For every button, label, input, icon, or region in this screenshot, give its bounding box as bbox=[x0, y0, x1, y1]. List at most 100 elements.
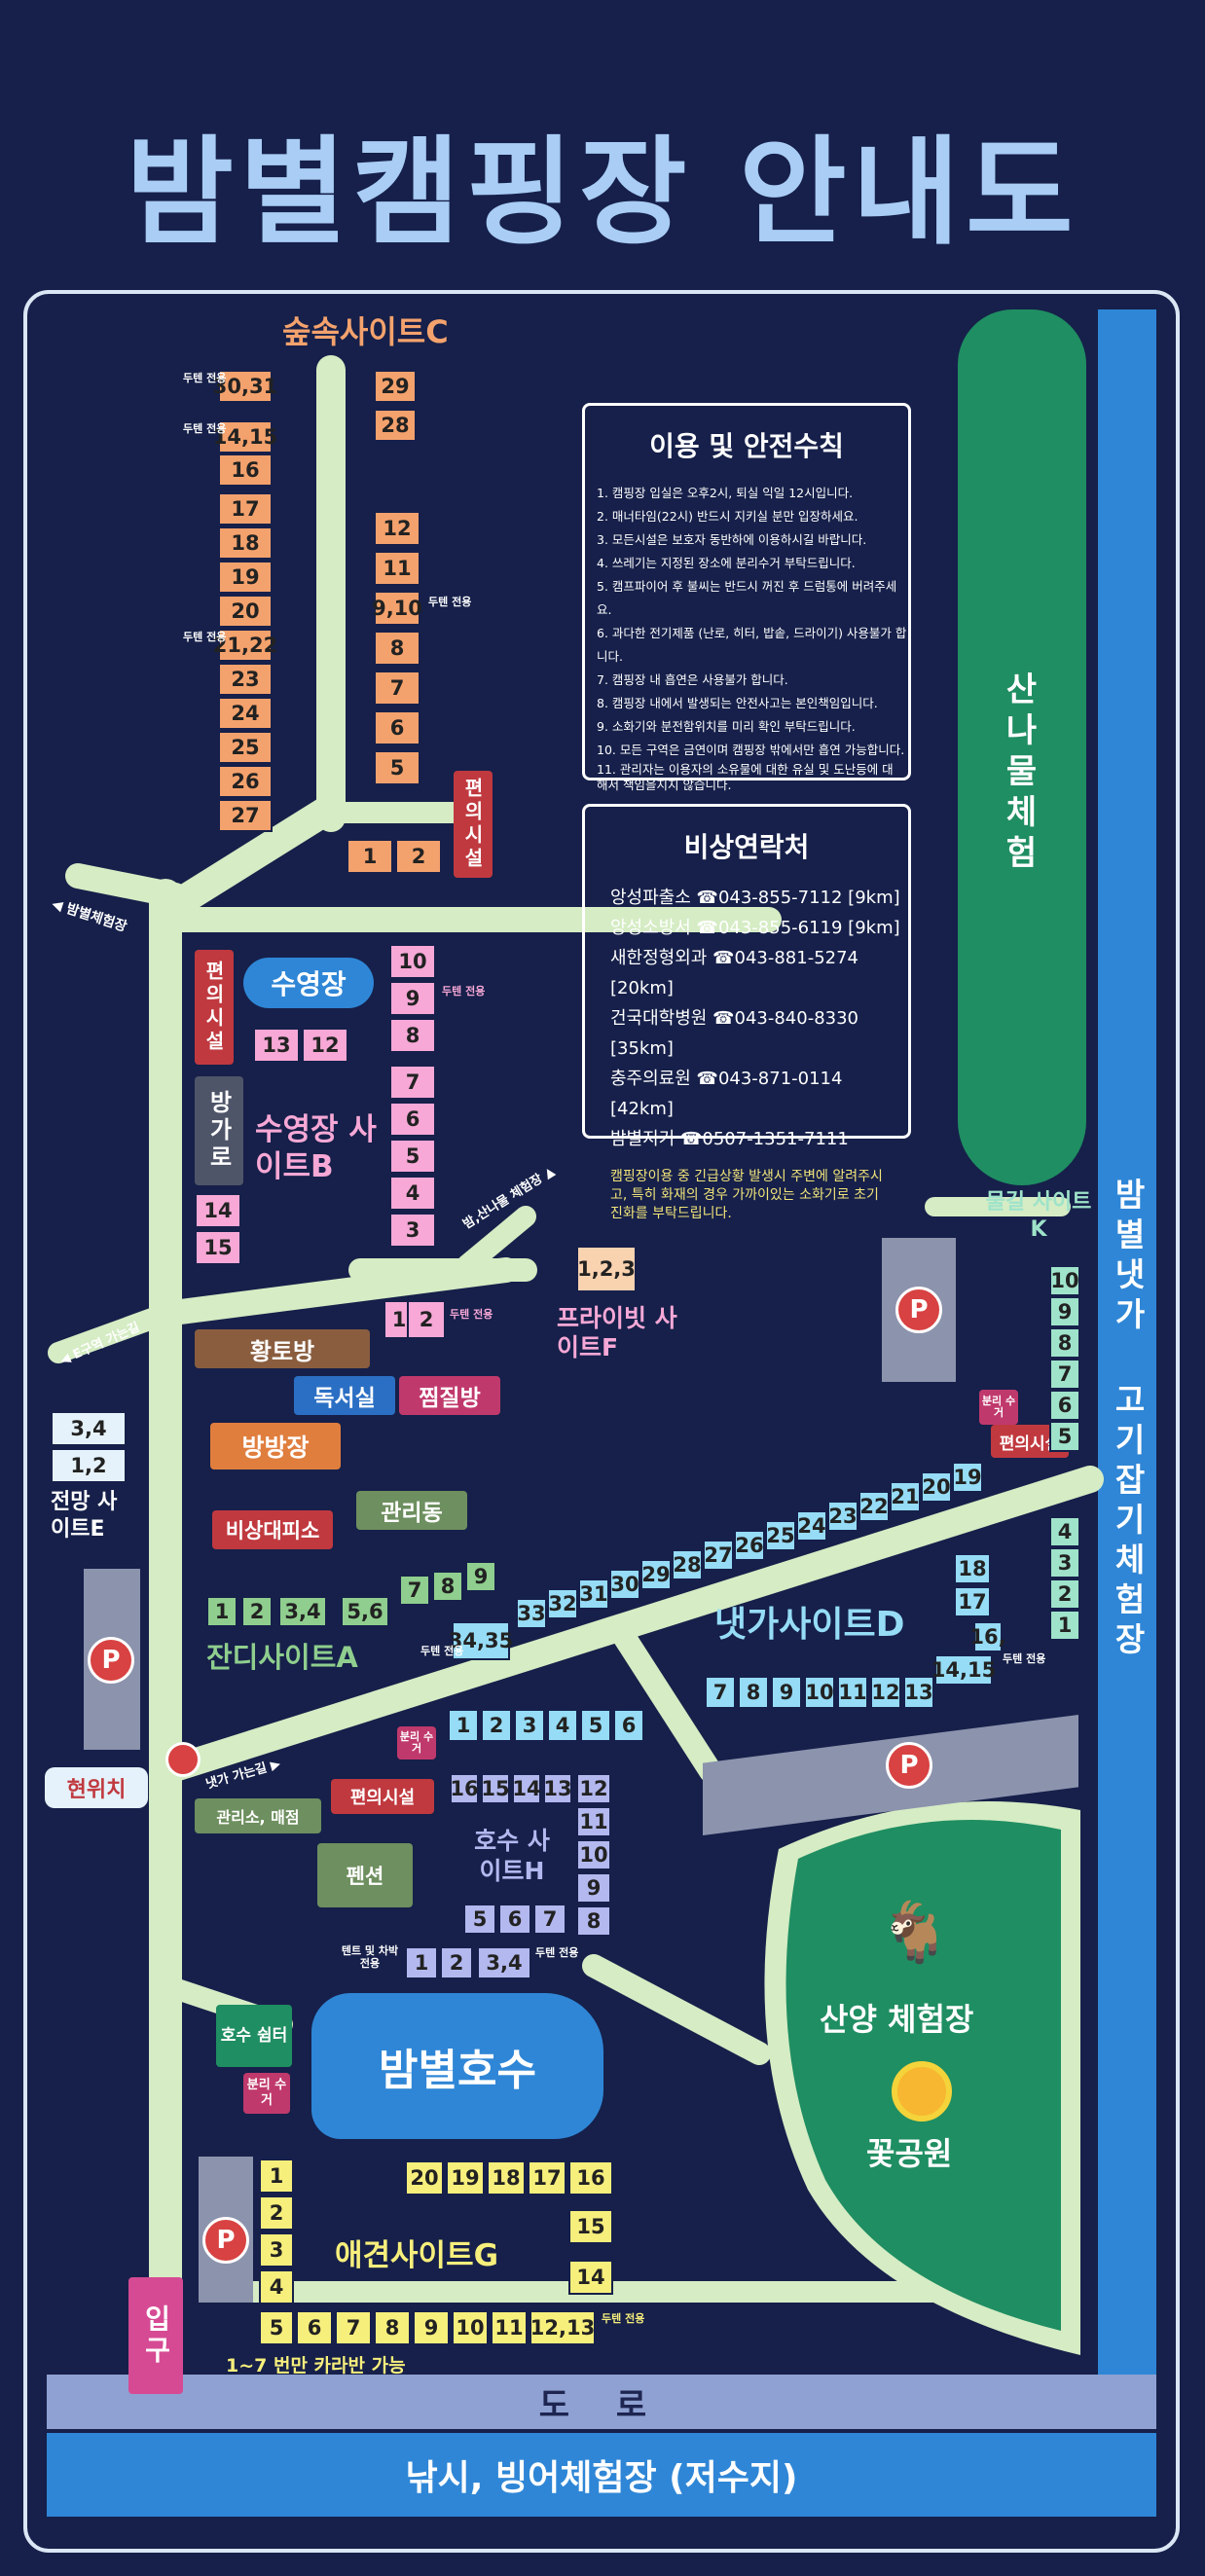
site-13b: 13 bbox=[253, 1028, 300, 1063]
site-1k: 1 bbox=[1049, 1610, 1080, 1641]
site-24: 24 bbox=[218, 697, 273, 730]
contact-item: 밤별지기 ☎0507-1351-7111 bbox=[610, 1129, 849, 1149]
site-14-15d: 14,15 bbox=[931, 1654, 996, 1686]
site-12h: 12 bbox=[576, 1773, 611, 1804]
site-2g: 2 bbox=[259, 2195, 294, 2231]
site-12: 12 bbox=[374, 511, 420, 546]
site-5k: 5 bbox=[1049, 1421, 1080, 1452]
contact-item: 앙성파출소 ☎043-855-7112 [9km] bbox=[610, 888, 900, 908]
site-7d: 7 bbox=[705, 1676, 736, 1709]
lake-rest: 호수 쉼터 bbox=[216, 2005, 292, 2067]
site-7h: 7 bbox=[533, 1904, 566, 1935]
sauna: 찜질방 bbox=[399, 1376, 500, 1415]
site-26: 26 bbox=[218, 765, 273, 798]
site-5h: 5 bbox=[463, 1904, 496, 1935]
goat-icon: 🐐 bbox=[878, 1898, 952, 1967]
site-9d: 9 bbox=[771, 1676, 802, 1709]
emergency-heading: 비상연락처 bbox=[683, 831, 810, 863]
site-1a: 1 bbox=[206, 1596, 237, 1627]
twotent-note: 두텐 전용 bbox=[450, 1308, 493, 1321]
recycle-h: 분리 수거 bbox=[397, 1726, 436, 1760]
tentcar-note: 텐트 및 차박전용 bbox=[341, 1944, 399, 1971]
emergency-note: 캠핑장이용 중 긴급상황 발생시 주변에 알려주시고, 특히 화재의 경우 가까… bbox=[610, 1169, 883, 1221]
site-21d: 21 bbox=[890, 1481, 921, 1512]
site-18: 18 bbox=[218, 526, 273, 560]
site-24d: 24 bbox=[796, 1510, 827, 1542]
site-16g: 16 bbox=[568, 2160, 613, 2195]
site-14g: 14 bbox=[568, 2260, 613, 2295]
rule-item: 2. 매너타임(22시) 반드시 지키실 분만 입장하세요. bbox=[597, 509, 858, 524]
site-g-label: 애견사이트G bbox=[335, 2238, 499, 2273]
convenience-c: 편의시설 bbox=[454, 771, 493, 878]
here-dot bbox=[165, 1742, 201, 1777]
twotent-note: 두텐 전용 bbox=[183, 422, 227, 435]
pension: 펜션 bbox=[317, 1843, 413, 1907]
site-34-35: 34,35 bbox=[449, 1621, 513, 1660]
site-19d: 19 bbox=[952, 1462, 983, 1493]
site-12d: 12 bbox=[870, 1676, 901, 1709]
site-11d: 11 bbox=[837, 1676, 868, 1709]
site-3k: 3 bbox=[1049, 1547, 1080, 1578]
library: 독서실 bbox=[294, 1376, 395, 1415]
site-4d: 4 bbox=[547, 1709, 578, 1742]
site-e-label: 전망 사이트E bbox=[51, 1490, 118, 1542]
reservoir-band: 낚시, 빙어체험장 (저수지) bbox=[47, 2433, 1156, 2517]
rule-item: 10. 모든 구역은 금연이며 캠핑장 밖에서만 흡연 가능합니다. bbox=[597, 743, 905, 757]
convenience-h: 편의시설 bbox=[331, 1779, 434, 1814]
site-3g: 3 bbox=[259, 2232, 294, 2268]
site-b-label: 수영장 사이트B bbox=[255, 1112, 377, 1184]
rule-item: 3. 모든시설은 보호자 동반하에 이용하시길 바랍니다. bbox=[597, 532, 867, 547]
site-10g: 10 bbox=[452, 2310, 489, 2345]
site-14h: 14 bbox=[512, 1773, 541, 1804]
site-8g: 8 bbox=[374, 2310, 411, 2345]
site-10k: 10 bbox=[1049, 1265, 1080, 1296]
site-3-4a: 3,4 bbox=[278, 1596, 327, 1627]
site-17d: 17 bbox=[954, 1586, 991, 1617]
site-15h: 15 bbox=[481, 1773, 510, 1804]
site-29: 29 bbox=[374, 370, 417, 403]
site-17g: 17 bbox=[528, 2160, 566, 2195]
twotent-note: 두텐 전용 bbox=[442, 985, 486, 998]
twotent-note: 두텐 전용 bbox=[602, 2312, 645, 2325]
site-k-label: 물길 사이트K bbox=[985, 1190, 1092, 1242]
site-20d: 20 bbox=[921, 1471, 952, 1503]
trampoline: 방방장 bbox=[210, 1423, 341, 1469]
site-12-13g: 12,13 bbox=[529, 2310, 596, 2345]
site-31: 31 bbox=[578, 1578, 609, 1610]
goat-label: 산양 체험장 bbox=[820, 2001, 974, 2038]
site-8b: 8 bbox=[389, 1018, 436, 1053]
site-11: 11 bbox=[374, 551, 420, 586]
site-6h: 6 bbox=[498, 1904, 531, 1935]
parking-icon: P bbox=[88, 1637, 134, 1684]
site-10d: 10 bbox=[804, 1676, 835, 1709]
creek-band bbox=[1098, 309, 1156, 2375]
rule-item: 5. 캠프파이어 후 불씨는 반드시 꺼진 후 드럼통에 버려주세요. bbox=[597, 579, 897, 617]
twotent-note: 두텐 전용 bbox=[428, 596, 472, 608]
site-22d: 22 bbox=[858, 1491, 890, 1522]
lake: 밤별호수 bbox=[311, 1993, 603, 2139]
site-20: 20 bbox=[218, 595, 273, 628]
hwangto-room: 황토방 bbox=[195, 1329, 370, 1368]
site-19: 19 bbox=[218, 561, 273, 594]
site-3-4e: 3,4 bbox=[51, 1411, 127, 1446]
site-4b: 4 bbox=[389, 1176, 436, 1211]
twotent-note: 두텐 전용 bbox=[1003, 1652, 1046, 1665]
site-30: 30 bbox=[609, 1569, 640, 1600]
road-band: 도 로 bbox=[47, 2375, 1156, 2429]
map-frame bbox=[23, 290, 1180, 2553]
site-17: 17 bbox=[218, 492, 273, 526]
site-d-label: 냇가사이트D bbox=[714, 1605, 905, 1645]
site-6k: 6 bbox=[1049, 1390, 1080, 1421]
site-9b: 9 bbox=[389, 981, 436, 1016]
site-29d: 29 bbox=[640, 1559, 672, 1590]
twotent-note: 두텐 전용 bbox=[183, 372, 227, 384]
rule-item: 6. 과다한 전기제품 (난로, 히터, 밥솥, 드라이기) 사용불가 합니다. bbox=[597, 626, 907, 664]
site-16d: 16, bbox=[969, 1621, 1006, 1652]
site-10h: 10 bbox=[576, 1839, 611, 1870]
parking-icon: P bbox=[202, 2217, 249, 2264]
site-4k: 4 bbox=[1049, 1516, 1080, 1547]
site-25: 25 bbox=[218, 731, 273, 764]
site-15g: 15 bbox=[568, 2209, 613, 2244]
site-6d: 6 bbox=[613, 1709, 644, 1742]
page-title: 밤별캠핑장 안내도 bbox=[126, 126, 1079, 261]
